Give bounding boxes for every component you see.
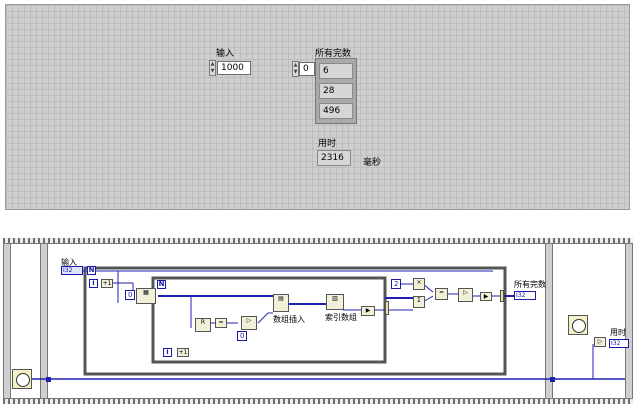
tunnel-start[interactable] xyxy=(46,377,51,382)
perfect-numbers-label: 所有完数 xyxy=(315,49,352,59)
increment-node[interactable]: +1 xyxy=(101,279,113,288)
insert-into-array-node[interactable]: ▤ xyxy=(273,294,289,312)
elapsed-time-indicator: 2316 xyxy=(317,150,351,166)
index-array-label: 索引数组 xyxy=(325,313,357,322)
inner-loop-iteration-terminal[interactable]: i xyxy=(163,348,172,357)
input-spinner[interactable]: ▲▼ xyxy=(209,60,216,76)
input-numeric-control[interactable]: 1000 xyxy=(217,61,251,75)
tunnel-inner[interactable] xyxy=(385,301,389,315)
input-terminal[interactable]: I32 xyxy=(61,266,83,275)
inner-loop-count-terminal[interactable]: N xyxy=(157,280,166,289)
multiply-node[interactable]: × xyxy=(413,278,425,290)
tunnel-outer[interactable] xyxy=(500,290,504,302)
array-element: 6 xyxy=(319,63,353,79)
tick-count-start-icon[interactable] xyxy=(12,369,32,389)
outer-for-loop xyxy=(83,266,507,376)
time-terminal[interactable]: I32 xyxy=(609,339,629,348)
array-element: 496 xyxy=(319,103,353,119)
array-element: 28 xyxy=(319,83,353,99)
subtract-node[interactable]: ▷ xyxy=(594,337,606,347)
inner-increment-node[interactable]: +1 xyxy=(177,348,189,357)
conditional-select-node[interactable]: ▷ xyxy=(458,288,473,302)
bd-input-label: 输入 xyxy=(61,258,77,267)
input-label: 输入 xyxy=(216,49,235,59)
outer-loop-count-terminal[interactable]: N xyxy=(87,266,96,275)
zero-constant-inner[interactable]: 0 xyxy=(237,331,248,341)
sequence-divider xyxy=(545,243,553,399)
bd-output-label: 所有完数 xyxy=(514,280,546,289)
elapsed-time-label: 用时 xyxy=(318,139,337,149)
elapsed-unit-label: 毫秒 xyxy=(363,158,382,168)
outer-loop-iteration-terminal[interactable]: i xyxy=(89,279,98,288)
array-index-control[interactable]: 0 xyxy=(299,62,315,76)
block-diagram: 输入 I32 N i +1 0 ▦ N R = ▷ 0 ▤ 数组插入 ▥ 索引数… xyxy=(3,238,633,408)
bd-time-label: 用时 xyxy=(610,328,626,337)
array-index-spinner[interactable]: ▲▼ xyxy=(292,61,299,77)
sequence-border-right xyxy=(625,243,633,399)
equal-node[interactable]: = xyxy=(435,288,448,300)
tunnel-end[interactable] xyxy=(550,377,555,382)
select-node[interactable]: ▷ xyxy=(241,316,257,330)
build-output-node[interactable]: ▶ xyxy=(480,292,492,301)
front-panel: 输入 ▲▼ 1000 所有完数 ▲▼ 0 6 28 496 用时 2316 毫秒 xyxy=(5,4,630,210)
two-constant[interactable]: 2 xyxy=(391,279,402,289)
output-terminal[interactable]: I32 xyxy=(514,291,536,300)
shift-register-node[interactable]: ▶ xyxy=(361,306,375,316)
sum-node[interactable]: Σ xyxy=(413,296,425,308)
sequence-film-top xyxy=(3,238,633,243)
insert-array-label: 数组插入 xyxy=(273,315,305,324)
zero-constant[interactable]: 0 xyxy=(125,290,136,300)
wiring-diagram xyxy=(31,266,625,380)
tick-count-end-icon[interactable] xyxy=(568,315,588,335)
index-array-node[interactable]: ▥ xyxy=(326,294,344,310)
sequence-border-left xyxy=(3,243,11,399)
sequence-film-bottom xyxy=(3,399,633,404)
inner-for-loop xyxy=(151,276,387,364)
quotient-remainder-node[interactable]: R xyxy=(195,318,211,332)
equal-zero-node[interactable]: = xyxy=(215,318,227,328)
sequence-divider xyxy=(40,243,48,399)
initialize-array-node[interactable]: ▦ xyxy=(136,288,156,304)
